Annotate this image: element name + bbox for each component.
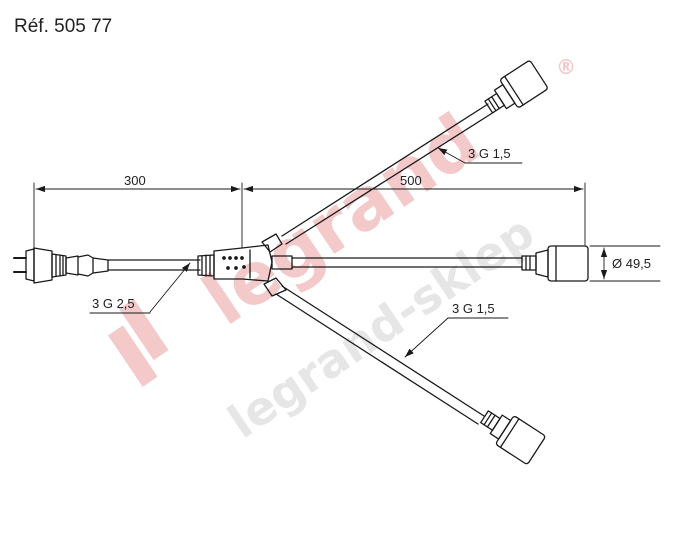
main-cable	[107, 259, 201, 271]
reference-title: Réf. 505 77	[14, 16, 113, 37]
watermark: legrand legrand-sklep ®	[108, 55, 576, 449]
leader-lower-branch	[404, 317, 449, 358]
watermark-registered-mark: ®	[556, 55, 576, 79]
upper-socket	[484, 60, 548, 114]
diameter-label: Ø 49,5	[612, 256, 651, 271]
upper-branch-cable	[281, 103, 495, 245]
middle-socket	[521, 245, 589, 282]
dimension-300-label: 300	[124, 173, 146, 188]
dimension-500-label: 500	[400, 173, 422, 188]
leader-main-cable	[149, 262, 191, 313]
leader-upper-branch	[437, 147, 466, 164]
lower-socket	[480, 410, 546, 465]
main-cable-label: 3 G 2,5	[92, 296, 135, 311]
lower-branch-cable	[275, 285, 485, 425]
watermark-logo	[108, 298, 169, 387]
leader-lines	[89, 147, 523, 358]
middle-branch-cable	[291, 257, 523, 268]
dimension-lines	[35, 185, 608, 280]
extension-lines	[33, 182, 661, 282]
upper-branch-label: 3 G 1,5	[468, 146, 511, 161]
lower-branch-label: 3 G 1,5	[452, 301, 495, 316]
male-plug	[13, 247, 109, 284]
splitter-body	[197, 233, 293, 297]
